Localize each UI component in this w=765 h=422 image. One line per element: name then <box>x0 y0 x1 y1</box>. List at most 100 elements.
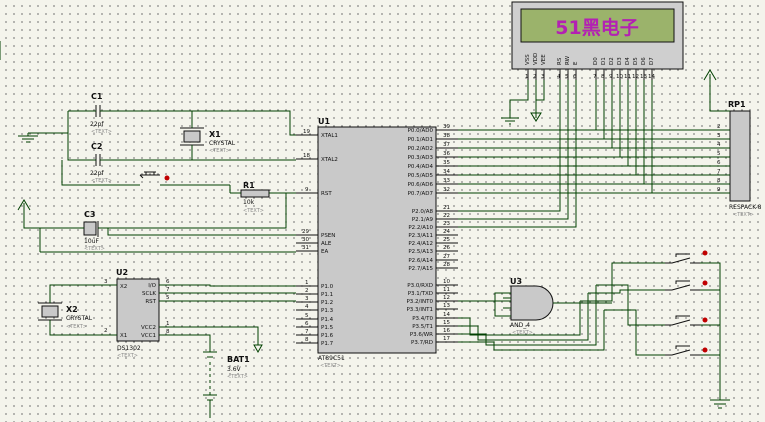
u1-pin-number: 29 <box>302 229 309 235</box>
respack-rp1[interactable]: RP1 2 3 4 5 6 7 8 9 RESPACK-8 <TEXT> <box>440 69 762 218</box>
u1-pin-number: 32 <box>443 187 450 193</box>
u1-pin-name: P1.3 <box>321 308 334 314</box>
u2-pin-name: X1 <box>120 333 127 339</box>
c2-value: 22pf <box>90 170 104 177</box>
c3-ref: C3 <box>84 210 95 219</box>
lcd-pin-name: D6 <box>641 57 647 65</box>
lcd-pin-number: 5 <box>565 74 569 80</box>
rp1-pin-number: 2 <box>717 124 721 130</box>
u1-pin-name: EA <box>321 249 328 255</box>
u1-text: <TEXT> <box>320 363 341 369</box>
u1-pin-number: 13 <box>443 303 450 309</box>
key-button-4[interactable] <box>665 345 708 356</box>
u2-pin-number: 5 <box>166 295 170 301</box>
u3-ref: U3 <box>510 277 522 286</box>
x1-ref: X1 <box>209 130 221 139</box>
rp1-pin-number: 4 <box>717 142 721 148</box>
c3-text: <TEXT> <box>84 246 105 252</box>
key-button-3[interactable] <box>665 315 708 326</box>
u1-pin-number: 21 <box>443 205 450 211</box>
u1-pin-name: P3.2/INT0 <box>406 299 433 305</box>
capacitor-c2[interactable]: C2 22pf <TEXT> <box>90 142 112 184</box>
u1-pin-name: XTAL1 <box>321 133 338 139</box>
u1-pin-number: 38 <box>443 133 450 139</box>
u1-pin-number: 9 <box>305 187 309 193</box>
u2-wiring <box>49 284 296 418</box>
u1-pin-name: P0.0/AD0 <box>408 128 434 134</box>
u1-pin-name: P1.6 <box>321 333 334 339</box>
lcd-pin-name: E <box>573 61 579 65</box>
u1-pin-name: P0.2/AD2 <box>408 146 433 152</box>
u1-pin-number: 11 <box>443 287 450 293</box>
u1-pin-name: P3.7/RD <box>411 340 433 346</box>
u1-pin-name: P3.5/T1 <box>412 324 433 330</box>
capacitor-c1[interactable]: C1 22pf <TEXT> <box>90 92 112 135</box>
u1-pin-name: P0.4/AD4 <box>408 164 434 170</box>
lcd-pin-name: D4 <box>625 57 631 65</box>
u2-pin-name: VCC1 <box>141 333 156 339</box>
u3-part: AND_4 <box>510 322 530 329</box>
u1-pin-name: P2.3/A11 <box>408 233 433 239</box>
u1-pin-name: P2.7/A15 <box>408 266 433 272</box>
u2-pin-number: 3 <box>104 279 108 285</box>
and-gate-wiring <box>458 262 730 409</box>
and-gate-u3[interactable]: U3 AND_4 <TEXT> <box>510 277 554 336</box>
lcd-pin-name: D0 <box>593 57 599 65</box>
u1-pin-number: 19 <box>303 129 310 135</box>
lcd-pin-names: VSS VDD VEE RS RW E D0 D1 D2 D3 D4 D5 D6… <box>525 53 655 65</box>
lcd-pin-number: 2 <box>533 74 537 80</box>
u3-text: <TEXT> <box>512 330 533 336</box>
u1-pin-name: P2.1/A9 <box>412 217 434 223</box>
bat1-value: 3.6V <box>227 366 242 373</box>
u2-ref: U2 <box>116 268 128 277</box>
u1-pin-name: P1.4 <box>321 317 334 323</box>
lcd-pin-number: 8 <box>601 74 605 80</box>
u1-pin-number: 17 <box>443 336 450 342</box>
crystal-x2[interactable]: X2 CRYSTAL <TEXT> <box>38 302 93 330</box>
u1-pin-name: P3.1/TXD <box>408 291 433 297</box>
u1-pin-name: P1.1 <box>321 292 333 298</box>
u2-pin-number: 1 <box>166 321 170 327</box>
c2-ref: C2 <box>91 142 102 151</box>
key-button-1[interactable] <box>665 250 708 264</box>
u2-pin-name: SCLK <box>142 291 156 297</box>
u2-pin-number: 6 <box>166 279 170 285</box>
resistor-r1[interactable]: R1 10k <TEXT> <box>240 181 270 214</box>
capacitor-c3[interactable]: C3 10uF <TEXT> <box>83 210 105 252</box>
rp1-pin-number: 3 <box>717 133 721 139</box>
u1-pin-name: ALE <box>321 241 332 247</box>
bat1-text: <TEXT> <box>227 374 248 380</box>
u1-pin-number: 34 <box>443 169 450 175</box>
u2-pin-number: 8 <box>166 329 170 335</box>
u1-pin-number: 22 <box>443 213 450 219</box>
u1-pin-name: P2.6/A14 <box>408 258 433 264</box>
mcu-u1[interactable]: U1 AT89C51 <TEXT> <box>317 117 437 369</box>
key-button-2[interactable] <box>665 280 708 291</box>
battery-bat1[interactable]: BAT1 3.6V <TEXT> <box>227 355 250 380</box>
u1-pin-number: 31 <box>302 245 309 251</box>
r1-ref: R1 <box>243 181 255 190</box>
u1-pin-name: P0.6/AD6 <box>408 182 434 188</box>
crystal-x1[interactable]: X1 CRYSTAL <TEXT> <box>180 127 236 154</box>
lcd-pin-number: 6 <box>573 74 577 80</box>
lcd-pin-name: VDD <box>533 53 539 65</box>
lcd-pin-name: RS <box>557 57 563 65</box>
u1-right-pins: P0.0/AD0 P0.1/AD1 P0.2/AD2 P0.3/AD3 P0.4… <box>406 124 458 346</box>
lcd-pin-number: 7 <box>593 74 597 80</box>
u2-pin-name: X2 <box>120 284 127 290</box>
reset-button[interactable] <box>139 171 170 181</box>
rtc-u2[interactable]: U2 X2 X1 I/O SCLK RST VCC2 VCC1 3 2 6 7 … <box>104 268 170 359</box>
u1-pin-number: 14 <box>443 312 450 318</box>
lcd-pin-name: D7 <box>649 57 655 65</box>
u1-pin-number: 2 <box>305 288 309 294</box>
rp1-value: RESPACK-8 <box>729 204 762 211</box>
u1-pin-number: 39 <box>443 124 450 130</box>
lcd-display[interactable]: 51黑电子 VSS VDD VEE RS RW E D0 D1 D2 D3 D4… <box>511 1 684 80</box>
u1-pin-number: 25 <box>443 237 450 243</box>
u1-pin-number: 10 <box>443 279 450 285</box>
u1-pin-number: 8 <box>305 337 309 343</box>
u1-pin-number: 18 <box>303 153 310 159</box>
reset-wiring <box>17 160 296 253</box>
